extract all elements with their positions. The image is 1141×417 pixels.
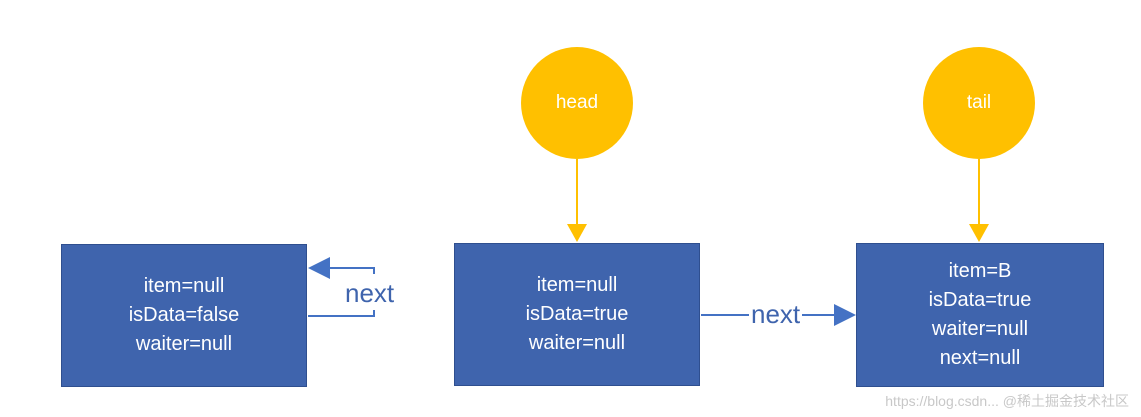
list-node-1: item=null isData=false waiter=null <box>61 244 307 387</box>
node-3-item: item=B <box>948 260 1012 282</box>
node-3-isdata: isData=true <box>928 289 1032 311</box>
node-2-isdata: isData=true <box>525 303 629 325</box>
node-3-next: next=null <box>939 347 1021 369</box>
node-1-isdata: isData=false <box>128 304 240 326</box>
tail-label: tail <box>966 92 992 113</box>
tail-to-node3-arrow <box>969 159 989 242</box>
head-label: head <box>555 92 599 113</box>
node1-self-next-arrow <box>308 257 375 317</box>
node-2-item: item=null <box>536 274 618 296</box>
self-next-label: next <box>343 278 397 308</box>
node-1-item: item=null <box>143 275 225 297</box>
node-2-waiter: waiter=null <box>528 332 626 354</box>
head-to-node2-arrow <box>567 159 587 242</box>
tail-pointer-circle: tail <box>923 47 1035 159</box>
list-node-2: item=null isData=true waiter=null <box>454 243 700 386</box>
list-node-3: item=B isData=true waiter=null next=null <box>856 243 1104 387</box>
node-1-waiter: waiter=null <box>135 333 233 355</box>
head-pointer-circle: head <box>521 47 633 159</box>
node-3-waiter: waiter=null <box>931 318 1029 340</box>
node2-next-label: next <box>749 299 803 329</box>
watermark: https://blog.csdn... @稀土掘金技术社区 <box>885 393 1129 409</box>
